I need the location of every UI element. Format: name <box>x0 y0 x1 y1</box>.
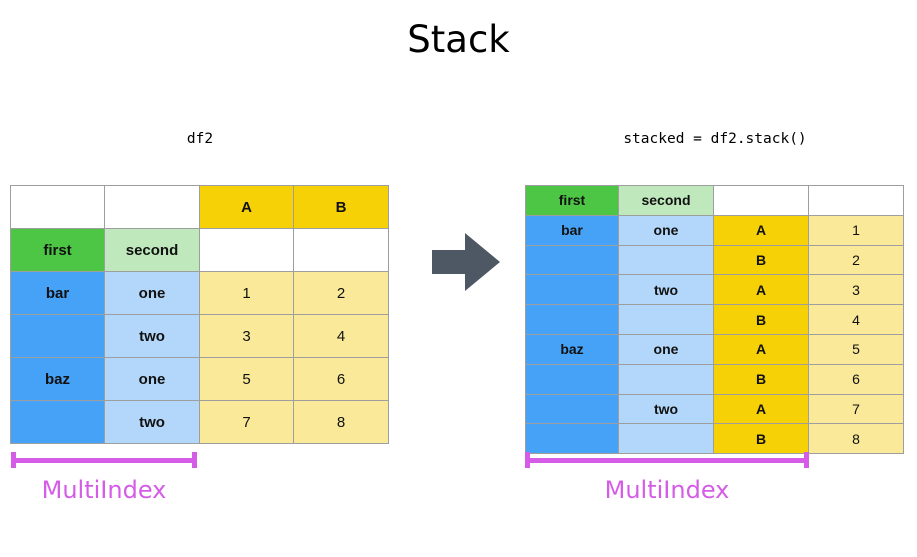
data-cell-value: 3 <box>808 274 904 306</box>
index-first-value: bar <box>10 271 105 315</box>
table-row: B 8 <box>525 423 904 455</box>
index-first-value <box>10 314 105 358</box>
index-second-value: one <box>618 333 714 365</box>
data-cell-b: 4 <box>293 314 389 358</box>
index-second-value: one <box>104 271 200 315</box>
data-cell-a: 7 <box>199 400 294 444</box>
index-first-value <box>525 423 619 455</box>
page-title: Stack <box>407 18 510 61</box>
index-first-value <box>525 393 619 425</box>
index-first-value <box>525 363 619 395</box>
bracket-bar <box>11 458 197 463</box>
blank-cell-b <box>293 228 389 272</box>
index-first-value: baz <box>10 357 105 401</box>
bracket-cap-right <box>192 452 197 468</box>
table-row-column-header: A B <box>10 185 389 229</box>
index-level-value: B <box>713 423 809 455</box>
table-row: two 3 4 <box>10 314 389 358</box>
index-level-value: A <box>713 214 809 246</box>
blank-header-value <box>808 185 904 216</box>
multiindex-label-right: MultiIndex <box>604 476 730 504</box>
index-level-value: A <box>713 393 809 425</box>
blank-header-level <box>713 185 809 216</box>
index-second-value: one <box>618 214 714 246</box>
index-first-value <box>10 400 105 444</box>
table-row: two A 7 <box>525 393 904 425</box>
data-cell-b: 8 <box>293 400 389 444</box>
index-second-value <box>618 244 714 276</box>
blank-cell-a <box>199 228 294 272</box>
table-row: bar one A 1 <box>525 214 904 246</box>
data-cell-a: 5 <box>199 357 294 401</box>
data-cell-value: 1 <box>808 214 904 246</box>
index-level-value: A <box>713 274 809 306</box>
data-cell-a: 1 <box>199 271 294 315</box>
data-cell-value: 4 <box>808 304 904 335</box>
index-second-value: two <box>104 314 200 358</box>
multiindex-label-left: MultiIndex <box>41 476 167 504</box>
index-second-value <box>618 423 714 455</box>
index-level-value: B <box>713 304 809 335</box>
index-name-first: first <box>10 228 105 272</box>
index-second-value <box>618 304 714 335</box>
index-first-value: bar <box>525 214 619 246</box>
index-name-first: first <box>525 185 619 216</box>
index-first-value: baz <box>525 333 619 365</box>
index-second-value: two <box>104 400 200 444</box>
table-row: B 4 <box>525 304 904 335</box>
index-first-value <box>525 274 619 306</box>
data-cell-value: 8 <box>808 423 904 455</box>
table-row: B 2 <box>525 244 904 276</box>
index-second-value: two <box>618 393 714 425</box>
data-cell-value: 6 <box>808 363 904 395</box>
index-second-value: one <box>104 357 200 401</box>
table-row: baz one A 5 <box>525 333 904 365</box>
dataframe-stacked: first second bar one A 1 B 2 two A 3 B <box>525 185 904 455</box>
dataframe-df2: A B first second bar one 1 2 two 3 4 baz… <box>10 185 389 444</box>
data-cell-value: 2 <box>808 244 904 276</box>
column-header-b: B <box>293 185 389 229</box>
index-second-value <box>618 363 714 395</box>
index-first-value <box>525 304 619 335</box>
column-header-a: A <box>199 185 294 229</box>
caption-df2: df2 <box>186 131 214 147</box>
index-name-second: second <box>104 228 200 272</box>
table-row-index-names: first second <box>525 185 904 216</box>
data-cell-value: 5 <box>808 333 904 365</box>
corner-cell-blank-1 <box>10 185 105 229</box>
table-row-index-names: first second <box>10 228 389 272</box>
bracket-cap-right <box>804 452 809 468</box>
right-arrow-icon <box>432 233 500 291</box>
index-level-value: B <box>713 363 809 395</box>
corner-cell-blank-2 <box>104 185 200 229</box>
index-second-value: two <box>618 274 714 306</box>
table-row: baz one 5 6 <box>10 357 389 401</box>
index-level-value: A <box>713 333 809 365</box>
data-cell-b: 2 <box>293 271 389 315</box>
index-first-value <box>525 244 619 276</box>
bracket-bar <box>525 458 809 463</box>
table-row: two A 3 <box>525 274 904 306</box>
index-name-second: second <box>618 185 714 216</box>
data-cell-value: 7 <box>808 393 904 425</box>
multiindex-bracket-left <box>11 452 197 468</box>
table-row: B 6 <box>525 363 904 395</box>
table-row: bar one 1 2 <box>10 271 389 315</box>
data-cell-b: 6 <box>293 357 389 401</box>
table-row: two 7 8 <box>10 400 389 444</box>
multiindex-bracket-right <box>525 452 809 468</box>
data-cell-a: 3 <box>199 314 294 358</box>
caption-stacked: stacked = df2.stack() <box>623 131 807 147</box>
index-level-value: B <box>713 244 809 276</box>
